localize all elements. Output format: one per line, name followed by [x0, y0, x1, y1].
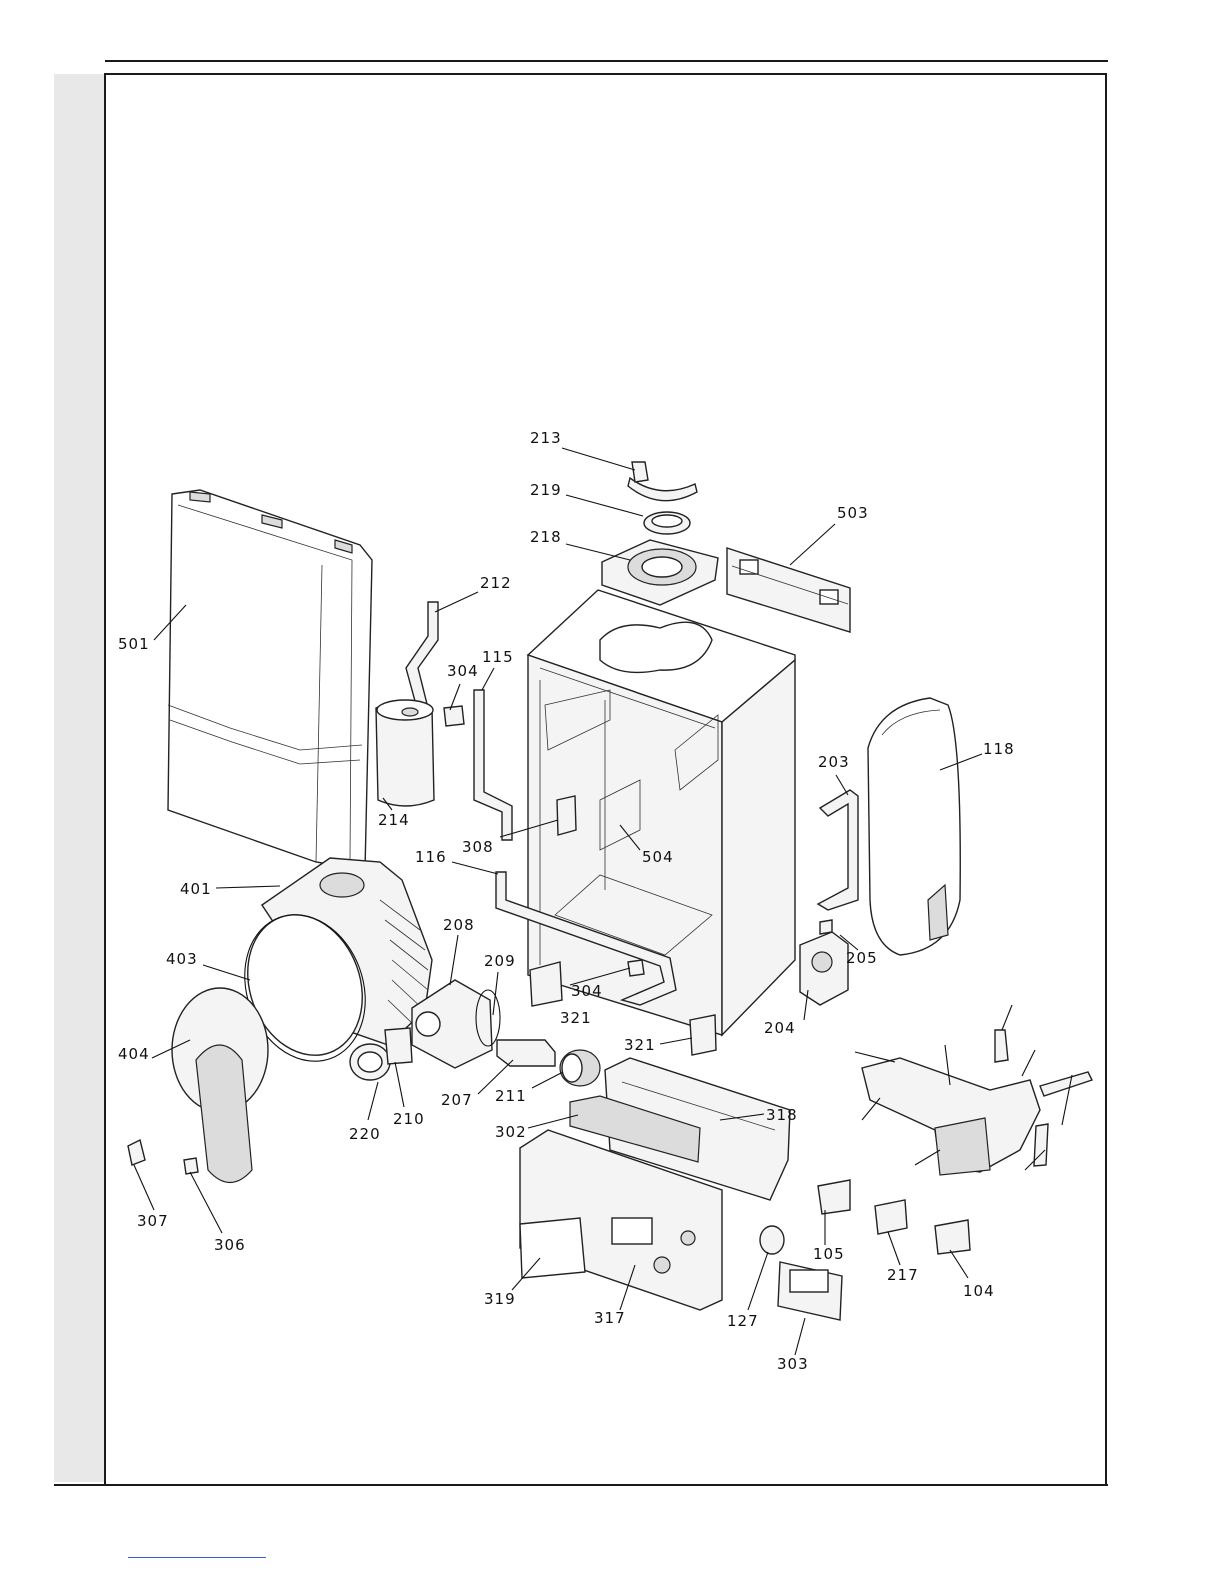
- part-label: 210: [393, 1110, 425, 1128]
- valve-105: [818, 1180, 850, 1214]
- pipe-203: [818, 790, 858, 910]
- part-label: 317: [594, 1309, 626, 1327]
- part-label: 207: [441, 1091, 473, 1109]
- part-label: 118: [983, 740, 1015, 758]
- condensate-pipe-212: [406, 602, 438, 712]
- part-label: 304: [447, 662, 479, 680]
- electrode-306: [184, 1158, 198, 1174]
- part-label: 214: [378, 811, 410, 829]
- sensor-304-bottom: [628, 960, 644, 976]
- part-label: 204: [764, 1019, 796, 1037]
- part-label: 205: [846, 949, 878, 967]
- adaptor-210: [385, 1028, 412, 1064]
- valve-217: [875, 1200, 907, 1234]
- bracket-321-left: [530, 962, 562, 1006]
- part-label: 504: [642, 848, 674, 866]
- part-label: 211: [495, 1087, 527, 1105]
- bracket-308: [557, 796, 576, 835]
- venturi-207: [497, 1040, 555, 1066]
- part-label: 209: [484, 952, 516, 970]
- electrode-307: [128, 1140, 145, 1165]
- part-label: 306: [214, 1236, 246, 1254]
- expansion-vessel-118: [868, 698, 960, 955]
- part-label: 501: [118, 635, 150, 653]
- part-label: 319: [484, 1290, 516, 1308]
- part-label: 212: [480, 574, 512, 592]
- part-label: 219: [530, 481, 562, 499]
- part-label: 104: [963, 1282, 995, 1300]
- part-label: 105: [813, 1245, 845, 1263]
- part-label: 321: [624, 1036, 656, 1054]
- flue-seal-ring: [644, 512, 690, 534]
- part-label: 404: [118, 1045, 150, 1063]
- part-label: 401: [180, 880, 212, 898]
- flue-clamp-part: [628, 462, 697, 501]
- part-label: 503: [837, 504, 869, 522]
- part-label: 208: [443, 916, 475, 934]
- front-casing-part: [168, 490, 372, 870]
- wall-bracket-part: [727, 548, 850, 632]
- part-label: 116: [415, 848, 447, 866]
- air-intake-211: [560, 1050, 600, 1086]
- part-label: 403: [166, 950, 198, 968]
- part-label: 220: [349, 1125, 381, 1143]
- part-label: 127: [727, 1312, 759, 1330]
- valve-104: [935, 1220, 970, 1254]
- part-label: 302: [495, 1123, 527, 1141]
- bracket-321-right: [690, 1015, 716, 1055]
- part-label: 218: [530, 528, 562, 546]
- hydraulic-assembly: [855, 1005, 1092, 1175]
- part-label: 307: [137, 1212, 169, 1230]
- part-label: 304: [571, 982, 603, 1000]
- part-label: 203: [818, 753, 850, 771]
- part-label: 217: [887, 1266, 919, 1284]
- flue-turret-plate: [602, 540, 718, 605]
- part-label: 318: [766, 1106, 798, 1124]
- display-pcb-303: [778, 1262, 842, 1320]
- flow-pipe-115: [474, 690, 512, 840]
- part-label: 321: [560, 1009, 592, 1027]
- burner-door-404: [172, 988, 268, 1183]
- seal-220: [350, 1044, 390, 1080]
- part-label: 213: [530, 429, 562, 447]
- air-filter-box-214: [376, 700, 434, 806]
- component-127: [760, 1226, 784, 1254]
- sensor-304-top: [444, 706, 464, 726]
- part-label: 115: [482, 648, 514, 666]
- part-label: 303: [777, 1355, 809, 1373]
- part-label: 308: [462, 838, 494, 856]
